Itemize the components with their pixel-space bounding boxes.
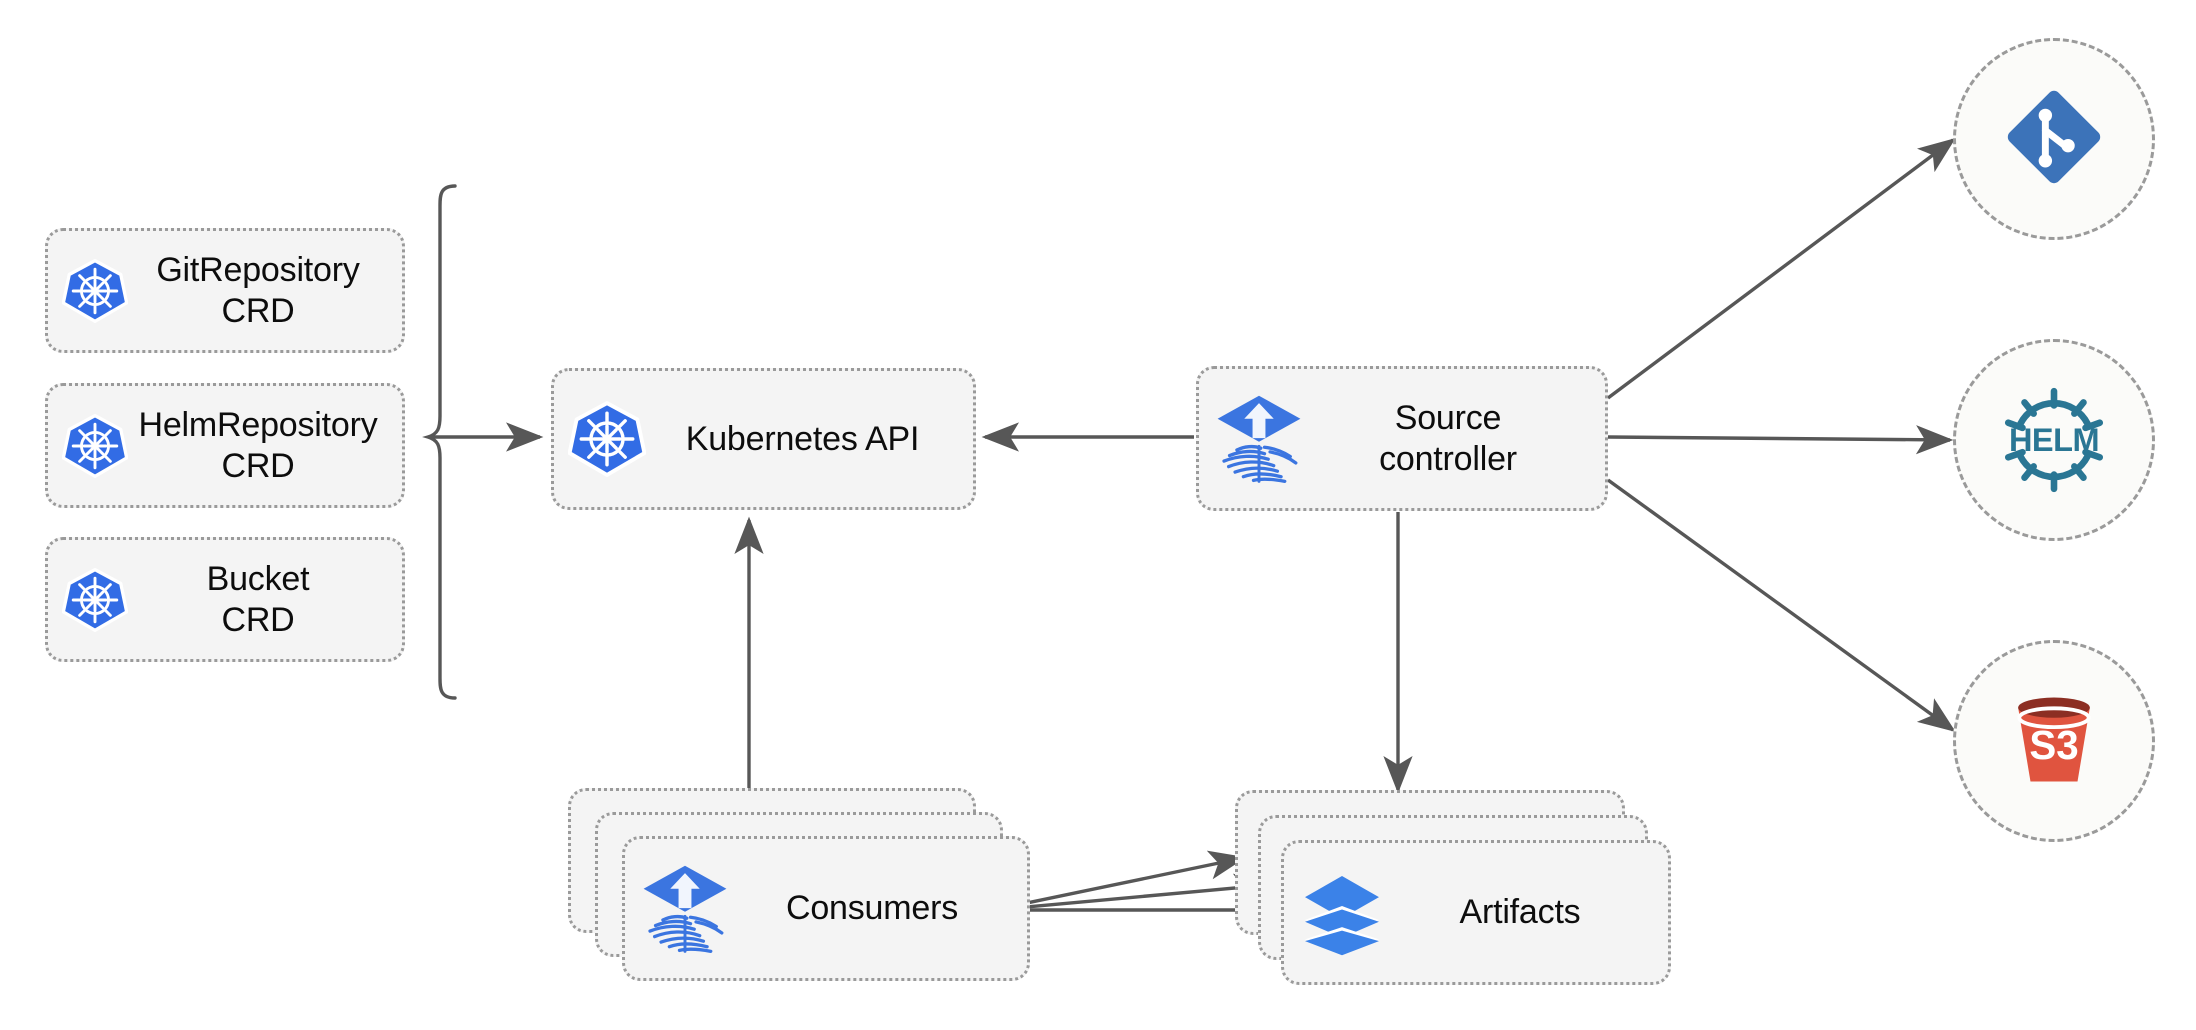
edge-consumers-to-artifacts-layer-1 [992,850,1247,912]
flux-icon [639,863,731,955]
node-label: Kubernetes API [685,419,920,458]
edge-source-controller-to-git [1606,137,1956,400]
svg-text:S3: S3 [2029,722,2078,768]
node-label: Artifacts [1459,893,1581,932]
kubernetes-icon [62,567,128,633]
kubernetes-icon [568,400,646,478]
card-label: HelmRepository CRD [138,406,378,485]
flux-icon [1213,393,1305,485]
node-source-controller[interactable]: Source controller [1196,366,1608,511]
kubernetes-icon [62,258,128,324]
helm-icon: HELM [1993,377,2115,504]
git-icon [2000,83,2108,196]
edge-source-controller-to-helm [1607,425,1954,455]
card-label: Bucket CRD [206,560,310,639]
card-gitrepository-crd[interactable]: GitRepository CRD [45,228,405,353]
source-circle-git[interactable]: Git [1953,38,2155,240]
node-artifacts[interactable]: Artifacts [1281,840,1671,985]
card-helmrepository-crd[interactable]: HelmRepository CRD [45,383,405,508]
node-consumers[interactable]: Consumers [622,836,1030,981]
source-circle-s3[interactable]: S3 S3 [1953,640,2155,842]
page-title: Flux source-controller architecture [0,21,1,22]
node-kubernetes-api[interactable]: Kubernetes API [551,368,976,510]
s3-bucket-icon: S3 [1998,683,2110,800]
source-circle-helm[interactable]: HELM HELM [1953,339,2155,541]
crd-group-brace [422,184,457,700]
node-label: Consumers [785,889,959,928]
kubernetes-icon [62,413,128,479]
svg-text:HELM: HELM [2009,422,2099,458]
edge-source-controller-to-s3 [1607,478,1956,732]
edge-consumers-to-artifacts-layer-2 [992,873,1272,912]
node-label: Source controller [1379,399,1517,478]
layers-icon [1298,869,1386,957]
card-bucket-crd[interactable]: Bucket CRD [45,537,405,662]
card-label: GitRepository CRD [156,251,360,330]
